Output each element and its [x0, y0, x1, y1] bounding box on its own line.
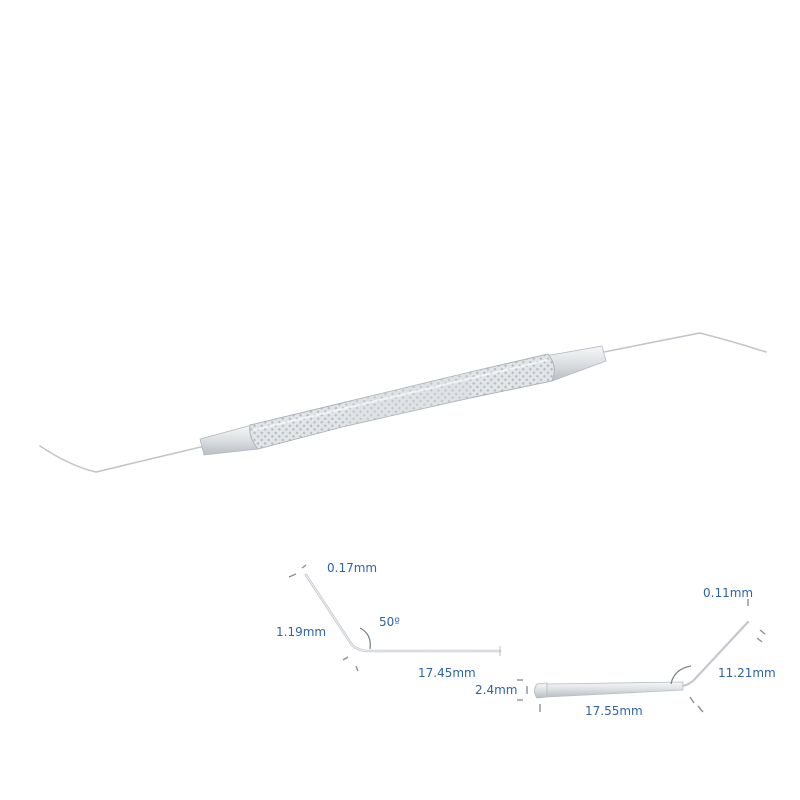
left-bend-angle-arc [359, 627, 371, 650]
left-tip-diameter-label: 0.17mm [327, 561, 377, 575]
left-working-tip [39, 445, 206, 473]
left-shaft-length-label: 17.45mm [418, 666, 476, 680]
left-tip-length-label: 1.19mm [276, 625, 326, 639]
left-tip-length-mark [342, 656, 359, 672]
right-detail-tip-wire [681, 620, 750, 688]
left-detail-tip-wire [304, 573, 502, 653]
right-tip-detail: 0.11mm 11.21mm 2.4mm 17.55mm [475, 586, 776, 718]
right-tip-length-mark [756, 629, 766, 643]
left-tip-detail: 0.17mm 1.19mm 50º 17.45mm [276, 561, 502, 680]
right-bend-angle-arc [670, 665, 692, 685]
handle-smooth-band [346, 372, 470, 426]
right-base-diameter-label: 2.4mm [475, 683, 517, 697]
right-base-diameter-mark [517, 679, 541, 712]
right-detail-base [534, 682, 548, 699]
right-shaft-length-label: 17.55mm [585, 704, 643, 718]
handle-highlight [253, 359, 549, 431]
right-ferrule [544, 345, 607, 382]
right-working-tip [603, 332, 767, 353]
right-detail-shaft [546, 681, 684, 698]
right-tip-length-label: 11.21mm [718, 666, 776, 680]
double-ended-explorer-instrument [39, 332, 767, 473]
right-bend-mark [689, 696, 704, 713]
left-bend-angle-label: 50º [379, 615, 400, 629]
right-tip-diameter-label: 0.11mm [703, 586, 753, 600]
knurled-handle [249, 353, 555, 450]
left-tip-diameter-mark [288, 564, 307, 578]
